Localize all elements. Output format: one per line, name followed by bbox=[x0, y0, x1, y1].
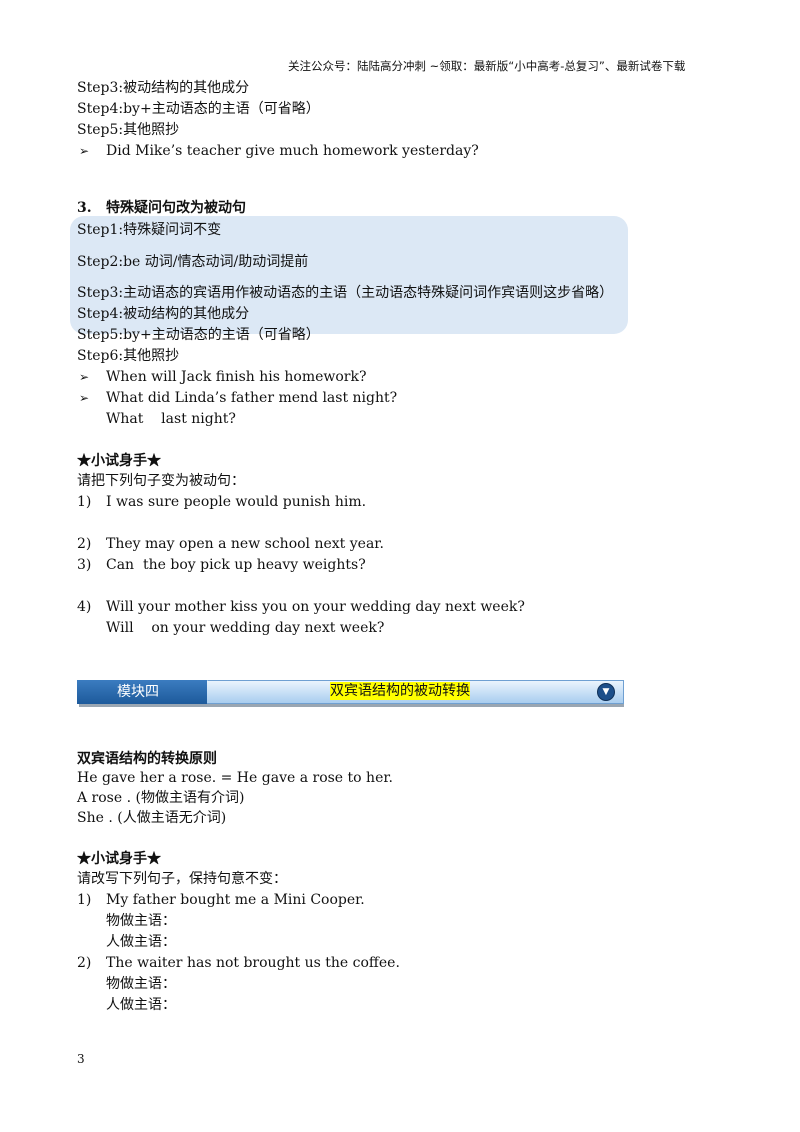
s3-example1: When will Jack finish his homework? bbox=[106, 369, 367, 385]
p1-num-2: 2) bbox=[77, 536, 92, 552]
s3-step5: Step5:by+主动语态的主语（可省略） bbox=[77, 327, 320, 343]
practice2-instruction: 请改写下列句子，保持句意不变： bbox=[77, 871, 287, 887]
s3-step3: Step3:主动语态的宾语用作被动语态的主语（主动语态特殊疑问词作宾语则这步省略… bbox=[77, 285, 614, 301]
p2-num-1: 1) bbox=[77, 892, 92, 908]
step3-line: Step3:被动结构的其他成分 bbox=[77, 80, 250, 96]
highlight-box bbox=[70, 216, 628, 334]
header-note: 关注公众号：陆陆高分冲刺 ~领取：最新版“小中高考-总复习”、最新试卷下载 bbox=[288, 59, 686, 73]
double-object-line2: A rose . (物做主语有介词) bbox=[77, 790, 245, 806]
double-object-heading: 双宾语结构的转换原则 bbox=[77, 751, 217, 767]
p2-item-1-person: 人做主语： bbox=[106, 934, 176, 950]
arrow-bullet-icon: ➢ bbox=[79, 391, 90, 405]
p1-num-3: 3) bbox=[77, 557, 92, 573]
p2-item-1-thing: 物做主语： bbox=[106, 913, 176, 929]
p2-item-2: The waiter has not brought us the coffee… bbox=[106, 955, 400, 971]
p1-item-3: Can the boy pick up heavy weights? bbox=[106, 557, 366, 573]
arrow-bullet-icon: ➢ bbox=[79, 370, 90, 384]
practice1-heading: ★小试身手★ bbox=[77, 453, 161, 469]
p1-item-1: I was sure people would punish him. bbox=[106, 494, 367, 510]
p2-item-1: My father bought me a Mini Cooper. bbox=[106, 892, 365, 908]
page-number: 3 bbox=[77, 1052, 85, 1066]
p1-num-4: 4) bbox=[77, 599, 92, 615]
s3-example2: What did Linda’s father mend last night? bbox=[106, 390, 398, 406]
p1-item-4: Will your mother kiss you on your weddin… bbox=[106, 599, 525, 615]
step4-line: Step4:by+主动语态的主语（可省略） bbox=[77, 101, 320, 117]
module-banner: 模块四 双宾语结构的被动转换 ▼ bbox=[77, 680, 624, 707]
s3-example2-answer: What last night? bbox=[106, 411, 236, 427]
step5-line: Step5:其他照抄 bbox=[77, 122, 180, 138]
s3-step2: Step2:be 动词/情态动词/助动词提前 bbox=[77, 254, 309, 270]
s3-step4: Step4:被动结构的其他成分 bbox=[77, 306, 250, 322]
module-shadow bbox=[79, 704, 624, 707]
practice1-instruction: 请把下列句子变为被动句： bbox=[77, 473, 245, 489]
example-sentence: Did Mike’s teacher give much homework ye… bbox=[106, 143, 479, 159]
arrow-bullet-icon: ➢ bbox=[79, 144, 90, 158]
double-object-line1: He gave her a rose. = He gave a rose to … bbox=[77, 770, 393, 786]
p1-item-2: They may open a new school next year. bbox=[106, 536, 384, 552]
practice2-heading: ★小试身手★ bbox=[77, 851, 161, 867]
section3-number: 3. bbox=[77, 200, 92, 216]
s3-step1: Step1:特殊疑问词不变 bbox=[77, 222, 222, 238]
p2-item-2-person: 人做主语： bbox=[106, 997, 176, 1013]
module-label: 模块四 bbox=[77, 680, 207, 704]
double-object-line3: She . (人做主语无介词) bbox=[77, 810, 227, 826]
s3-step6: Step6:其他照抄 bbox=[77, 348, 180, 364]
chevron-down-circle-icon[interactable]: ▼ bbox=[597, 683, 615, 701]
p2-item-2-thing: 物做主语： bbox=[106, 976, 176, 992]
p1-item-4-answer: Will on your wedding day next week? bbox=[106, 620, 385, 636]
p2-num-2: 2) bbox=[77, 955, 92, 971]
module-title: 双宾语结构的被动转换 bbox=[330, 682, 470, 700]
section3-heading: 特殊疑问句改为被动句 bbox=[106, 200, 246, 216]
p1-num-1: 1) bbox=[77, 494, 92, 510]
